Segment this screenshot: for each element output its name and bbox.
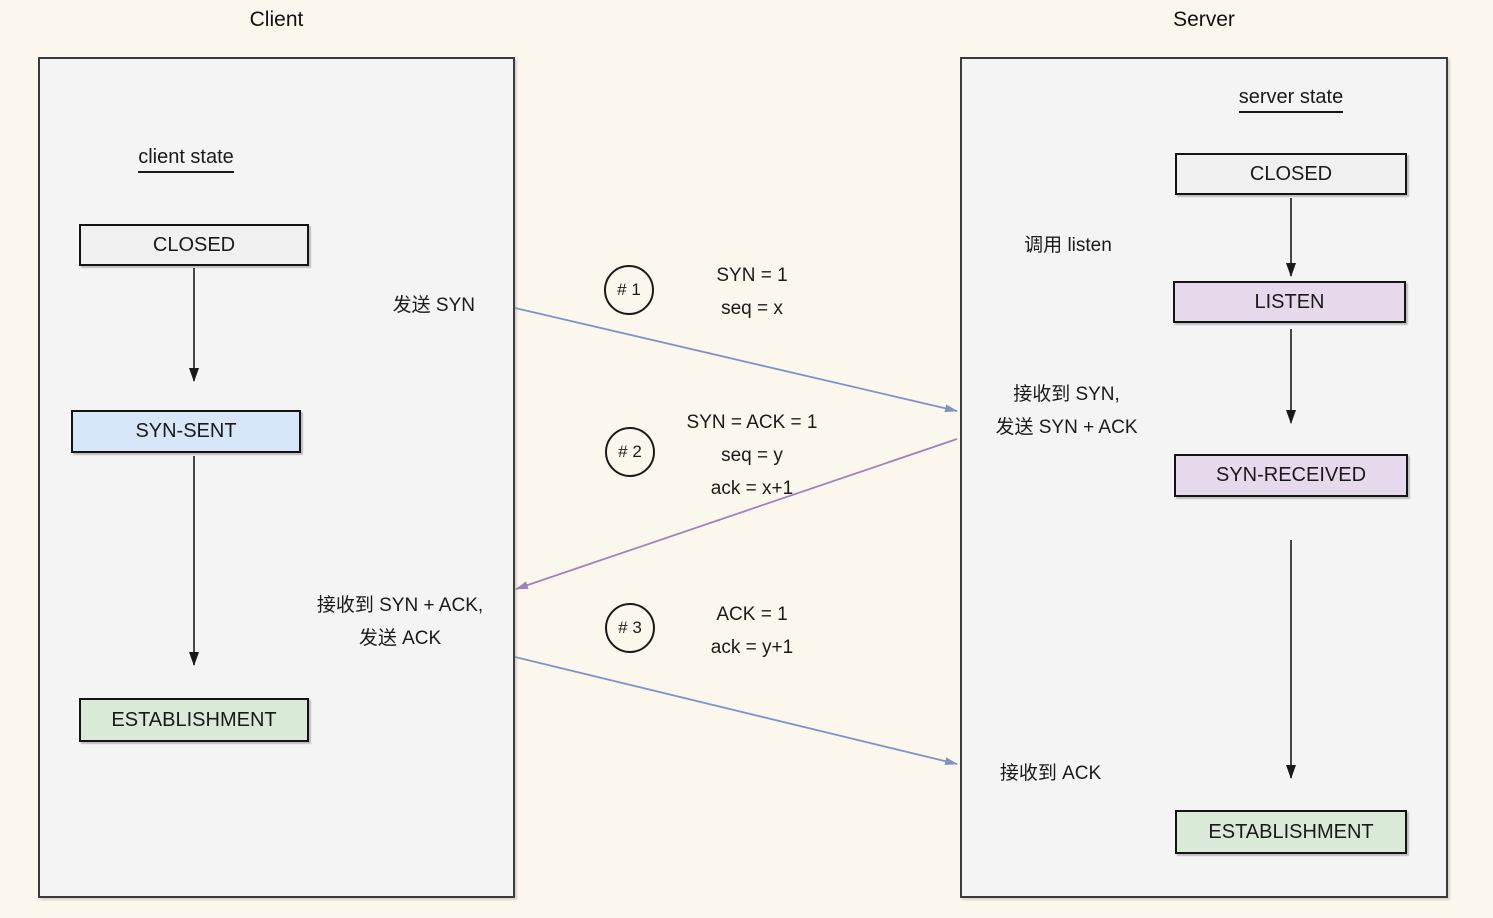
client-panel [38,57,515,898]
annotation-recv-ack: 接收到 ACK [999,763,1102,784]
annotation-recv-synack-line2: 发送 ACK [358,628,442,649]
message-badge-1: # 1 [604,265,654,315]
message-2-line1: SYN = ACK = 1 [686,412,818,433]
annotation-recv-synack-line1: 接收到 SYN + ACK, [316,595,484,616]
message-1-line1: SYN = 1 [716,265,788,286]
server-state-syn-received: SYN-RECEIVED [1174,454,1408,497]
server-lane-title: Server [1173,8,1235,31]
message-2-line2: seq = y [721,445,783,466]
annotation-recv-synack: 接收到 SYN + ACK, 发送 ACK [300,589,500,655]
message-badge-3: # 3 [605,603,655,653]
client-state-heading: client state [113,146,259,173]
annotation-recv-syn: 接收到 SYN, 发送 SYN + ACK [983,378,1150,444]
message-1-line2: seq = x [721,298,783,319]
message-label-1: SYN = 1 seq = x [672,259,832,325]
annotation-send-syn: 发送 SYN [392,295,475,316]
message-label-3: ACK = 1 ack = y+1 [672,598,832,664]
server-state-closed: CLOSED [1175,153,1407,195]
client-state-syn-sent: SYN-SENT [71,410,301,453]
message-2-line3: ack = x+1 [710,478,794,499]
message-badge-2: # 2 [605,427,655,477]
annotation-recv-syn-line2: 发送 SYN + ACK [995,417,1138,438]
message-label-2: SYN = ACK = 1 seq = y ack = x+1 [672,406,832,505]
server-state-heading: server state [1211,86,1371,113]
server-state-establishment: ESTABLISHMENT [1175,810,1407,854]
client-state-closed: CLOSED [79,224,309,266]
handshake-ack-arrow [514,656,958,766]
message-3-line2: ack = y+1 [710,637,794,658]
server-state-listen: LISTEN [1173,281,1406,323]
client-state-heading-text: client state [138,146,234,173]
annotation-call-listen: 调用 listen [1024,235,1112,256]
client-state-establishment: ESTABLISHMENT [79,698,309,742]
annotation-recv-syn-line1: 接收到 SYN, [1013,384,1120,405]
message-3-line1: ACK = 1 [716,604,788,625]
server-state-heading-text: server state [1238,86,1344,113]
client-lane-title: Client [249,8,304,31]
